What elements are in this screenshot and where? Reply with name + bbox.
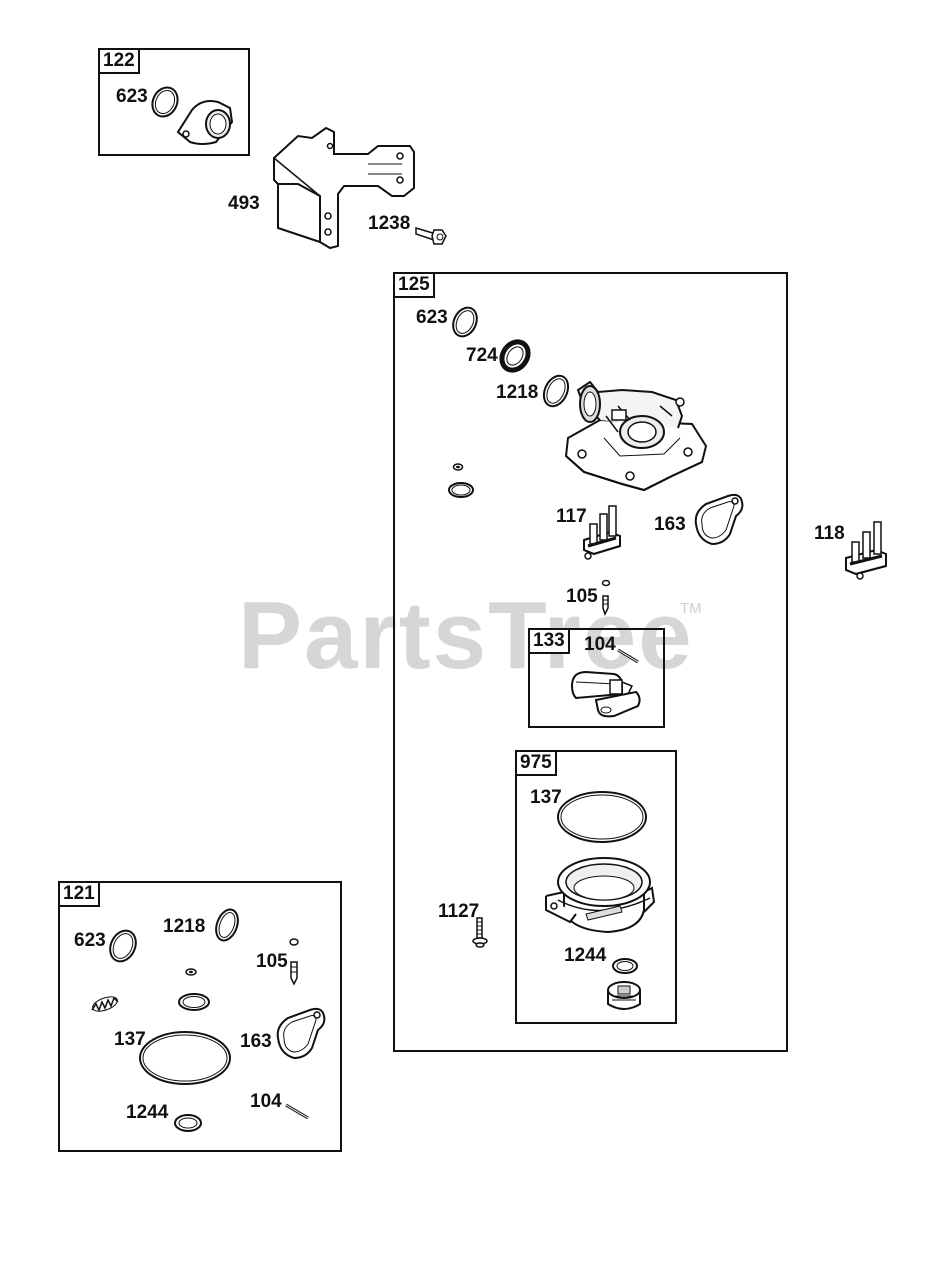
- part-623-label[interactable]: 623: [74, 930, 106, 951]
- gasket-icon: [272, 1004, 328, 1060]
- small-o-ring-icon: [452, 462, 464, 472]
- o-ring-icon: [449, 304, 481, 340]
- part-163-label[interactable]: 163: [240, 1031, 272, 1052]
- part-1127-label[interactable]: 1127: [438, 901, 480, 922]
- pin-icon: [284, 1102, 312, 1122]
- gasket-ring-icon: [540, 372, 572, 410]
- o-ring-icon: [446, 480, 476, 500]
- kit-121-label[interactable]: 121: [58, 881, 100, 907]
- part-1244-label[interactable]: 1244: [126, 1102, 169, 1123]
- small-o-ring-icon: [184, 967, 198, 977]
- washer-icon: [172, 1112, 204, 1134]
- bowl-gasket-icon: [554, 788, 650, 846]
- kit-122-box: [98, 48, 250, 156]
- washer-icon: [610, 956, 640, 976]
- kit-975-label[interactable]: 975: [515, 750, 557, 776]
- float-bowl-icon: [540, 852, 660, 942]
- part-118-label[interactable]: 118: [814, 523, 845, 544]
- part-1244-label[interactable]: 1244: [564, 945, 607, 966]
- needle-valve-icon: [598, 578, 616, 618]
- part-137-label[interactable]: 137: [114, 1029, 146, 1050]
- screw-icon: [470, 914, 490, 950]
- pin-icon: [616, 646, 642, 668]
- bolt-icon: [414, 222, 448, 248]
- kit-133-box: [528, 628, 665, 728]
- fuel-fitting-icon: [580, 502, 624, 564]
- part-104-label[interactable]: 104: [250, 1091, 282, 1112]
- part-105-label[interactable]: 105: [256, 951, 288, 972]
- gasket-icon: [690, 490, 746, 548]
- part-493-label[interactable]: 493: [228, 193, 260, 214]
- part-117-label[interactable]: 117: [556, 506, 587, 527]
- spring-icon: [90, 992, 122, 1016]
- kit-121-box: [58, 881, 342, 1152]
- kit-133-label[interactable]: 133: [528, 628, 570, 654]
- part-1238-label[interactable]: 1238: [368, 213, 411, 234]
- intake-elbow-icon: [172, 92, 238, 148]
- bowl-nut-icon: [604, 978, 644, 1014]
- part-1218-label[interactable]: 1218: [163, 916, 206, 937]
- watermark-text: PartsTree: [238, 582, 694, 689]
- kit-125-box: [393, 272, 788, 1052]
- gasket-ring-icon: [212, 906, 242, 944]
- bowl-gasket-icon: [136, 1028, 234, 1088]
- part-163-label[interactable]: 163: [654, 514, 686, 535]
- watermark-trademark: TM: [680, 600, 702, 617]
- kit-125-label[interactable]: 125: [393, 272, 435, 298]
- kit-122-label[interactable]: 122: [98, 48, 140, 74]
- part-623-label[interactable]: 623: [416, 307, 448, 328]
- part-724-label[interactable]: 724: [466, 345, 498, 366]
- kit-975-box: [515, 750, 677, 1024]
- float-icon: [566, 664, 646, 722]
- part-105-label[interactable]: 105: [566, 586, 598, 607]
- part-1218-label[interactable]: 1218: [496, 382, 539, 403]
- carburetor-body-icon: [560, 376, 710, 494]
- seal-ring-icon: [498, 338, 532, 374]
- o-ring-icon: [148, 84, 182, 120]
- part-137-label[interactable]: 137: [530, 787, 562, 808]
- part-104-label[interactable]: 104: [584, 634, 616, 655]
- needle-valve-icon: [288, 958, 302, 988]
- bracket-icon: [268, 124, 420, 250]
- fuel-fitting-icon: [842, 518, 892, 584]
- part-623-label[interactable]: 623: [116, 86, 148, 107]
- o-ring-icon: [176, 990, 212, 1014]
- o-ring-icon: [106, 926, 140, 966]
- small-o-ring-icon: [288, 937, 300, 947]
